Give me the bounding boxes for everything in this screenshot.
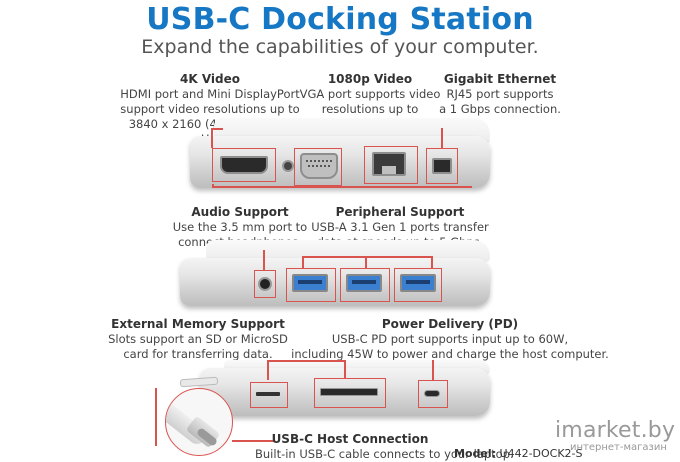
callout-connector xyxy=(441,128,443,148)
feature-external-memory: External Memory Support Slots support an… xyxy=(98,317,298,362)
callout-box xyxy=(394,268,442,302)
callout-connector xyxy=(263,250,265,270)
feature-heading: External Memory Support xyxy=(111,317,285,331)
usb-a-port-icon xyxy=(346,274,382,292)
callout-connector xyxy=(302,256,432,258)
callout-connector xyxy=(212,186,472,188)
page-subtitle: Expand the capabilities of your computer… xyxy=(141,36,539,58)
callout-box xyxy=(212,148,276,182)
feature-heading: 1080p Video xyxy=(327,72,413,86)
feature-heading: USB-C Host Connection xyxy=(271,432,429,446)
callout-box xyxy=(294,148,342,186)
feature-heading: Audio Support xyxy=(191,205,289,219)
mini-displayport-icon xyxy=(432,158,452,174)
feature-power-delivery: Power Delivery (PD) USB-C PD port suppor… xyxy=(290,317,610,362)
usb-c-port-icon xyxy=(424,390,440,397)
usb-c-cable-zoom xyxy=(165,388,233,456)
callout-box xyxy=(426,148,458,184)
model-value: U442-DOCK2-S xyxy=(499,447,583,460)
hdmi-port-icon xyxy=(220,156,268,174)
rj45-port-icon xyxy=(372,152,406,176)
model-label: Model: xyxy=(454,447,497,460)
usb-a-port-icon xyxy=(292,274,328,292)
microsd-slot-icon xyxy=(256,392,280,396)
callout-box xyxy=(364,146,418,184)
watermark-brand: imarket.by xyxy=(555,418,676,443)
callout-box xyxy=(286,268,336,302)
callout-connector xyxy=(155,388,157,446)
callout-connector xyxy=(211,128,223,130)
feature-description: RJ45 port supports a 1 Gbps connection. xyxy=(439,87,561,116)
feature-gigabit-ethernet: Gigabit Ethernet RJ45 port supports a 1 … xyxy=(430,72,570,117)
vga-port-icon xyxy=(300,153,338,179)
callout-box xyxy=(418,380,448,408)
callout-connector xyxy=(432,360,434,380)
callout-box xyxy=(340,268,390,302)
dock-side-view xyxy=(180,240,490,308)
callout-box xyxy=(314,378,386,408)
dock-front-view xyxy=(190,118,490,190)
callout-connector xyxy=(267,360,269,380)
model-number: Model: U442-DOCK2-S xyxy=(454,447,583,460)
feature-description: Built-in USB-C cable connects to your la… xyxy=(255,447,514,461)
feature-heading: Power Delivery (PD) xyxy=(381,317,519,331)
indicator-hole-icon xyxy=(282,160,294,172)
feature-heading: Gigabit Ethernet xyxy=(443,72,557,86)
callout-box xyxy=(254,270,276,298)
audio-jack-icon xyxy=(258,277,272,291)
feature-description: Slots support an SD or MicroSD card for … xyxy=(108,332,288,361)
callout-connector xyxy=(232,440,274,442)
feature-usb-c-host: USB-C Host Connection Built-in USB-C cab… xyxy=(255,432,514,462)
callout-box xyxy=(250,382,288,408)
callout-connector xyxy=(211,128,213,148)
usb-a-port-icon xyxy=(400,274,436,292)
feature-heading: 4K Video xyxy=(180,72,240,86)
callout-connector xyxy=(267,360,345,362)
page-title: USB-C Docking Station xyxy=(146,2,534,37)
feature-heading: Peripheral Support xyxy=(335,205,465,219)
watermark-tagline: интернет-магазин xyxy=(570,442,667,453)
feature-description: USB-C PD port supports input up to 60W, … xyxy=(291,332,609,361)
sd-slot-icon xyxy=(320,388,378,396)
dock-back-view xyxy=(200,360,490,418)
